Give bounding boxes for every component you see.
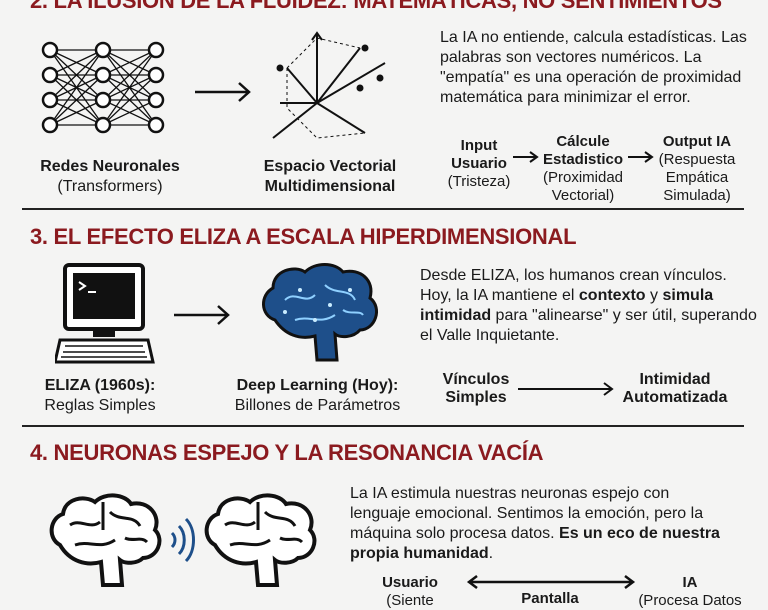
- eliza-sublabel: Reglas Simples: [44, 397, 156, 414]
- arrow-right-icon: [628, 151, 654, 163]
- signal-waves-icon: [170, 517, 195, 563]
- flow-left: Vínculos Simples: [442, 371, 510, 406]
- brain-icon: [49, 493, 162, 587]
- section4-title: 4. NEURONAS ESPEJO Y LA RESONANCIA VACÍA: [30, 440, 544, 465]
- text: para "alinearse" y ser útil, superando e…: [420, 307, 757, 344]
- flow-user-sub: (Siente: [386, 592, 434, 609]
- eliza-label: ELIZA (1960s):: [44, 377, 156, 394]
- text-bold: Es un eco de nuestra propia humanidad: [350, 525, 720, 562]
- flow-user: Usuario: [382, 574, 438, 591]
- text: Desde ELIZA, los humanos crean vínculos.…: [420, 267, 727, 304]
- dl-sublabel: Billones de Parámetros: [234, 397, 401, 414]
- flow-calc-sub: (Proximidad Vectorial): [542, 169, 624, 204]
- text: La IA estimula nuestras neuronas espejo …: [350, 485, 704, 542]
- nn-label: Redes Neuronales: [40, 158, 180, 175]
- flow-right: Intimidad Automatizada: [622, 371, 728, 406]
- divider: [22, 208, 744, 210]
- double-arrow-icon: [466, 575, 636, 589]
- dl-label: Deep Learning (Hoy):: [236, 377, 399, 394]
- ai-brain-icon: [262, 263, 378, 362]
- flow-input: Input Usuario: [451, 137, 507, 172]
- section2-title: 2. LA ILUSIÓN DE LA FLUIDEZ: MATEMÁTICAS…: [30, 0, 722, 13]
- arrow-right-icon: [518, 382, 614, 396]
- flow-ai-sub: (Procesa Datos: [638, 592, 742, 609]
- text: .: [488, 545, 494, 562]
- flow-ai: IA: [682, 574, 698, 591]
- arrow-right-icon: [195, 82, 251, 102]
- text: y: [645, 287, 663, 304]
- brain-icon: [204, 493, 317, 587]
- section2-text: La IA no entiende, calcula estadísticas.…: [440, 29, 747, 106]
- arrow-right-icon: [513, 151, 539, 163]
- flow-input-sub: (Tristeza): [447, 173, 511, 190]
- divider: [22, 425, 744, 427]
- vector-label-2: Multidimensional: [264, 178, 396, 195]
- computer-terminal-icon: [55, 263, 155, 364]
- flow-screen: Pantalla: [521, 590, 579, 607]
- text-bold: contexto: [578, 287, 646, 304]
- section4-text: La IA estimula nuestras neuronas espejo …: [350, 484, 720, 564]
- vector-label-1: Espacio Vectorial: [263, 158, 397, 175]
- text-bold: simula intimidad: [420, 287, 714, 324]
- vector-space-icon: [272, 31, 386, 139]
- nn-sublabel: (Transformers): [57, 178, 163, 195]
- flow-calc: Cálcule Estadistico: [542, 133, 624, 168]
- section3-text: Desde ELIZA, los humanos crean vínculos.…: [420, 266, 760, 346]
- flow-output-sub: (Respuesta Empática Simulada): [658, 151, 736, 204]
- arrow-right-icon: [174, 305, 230, 325]
- section3-title: 3. EL EFECTO ELIZA A ESCALA HIPERDIMENSI…: [30, 224, 577, 249]
- neural-network-icon: [41, 41, 165, 134]
- flow-output: Output IA: [662, 133, 732, 150]
